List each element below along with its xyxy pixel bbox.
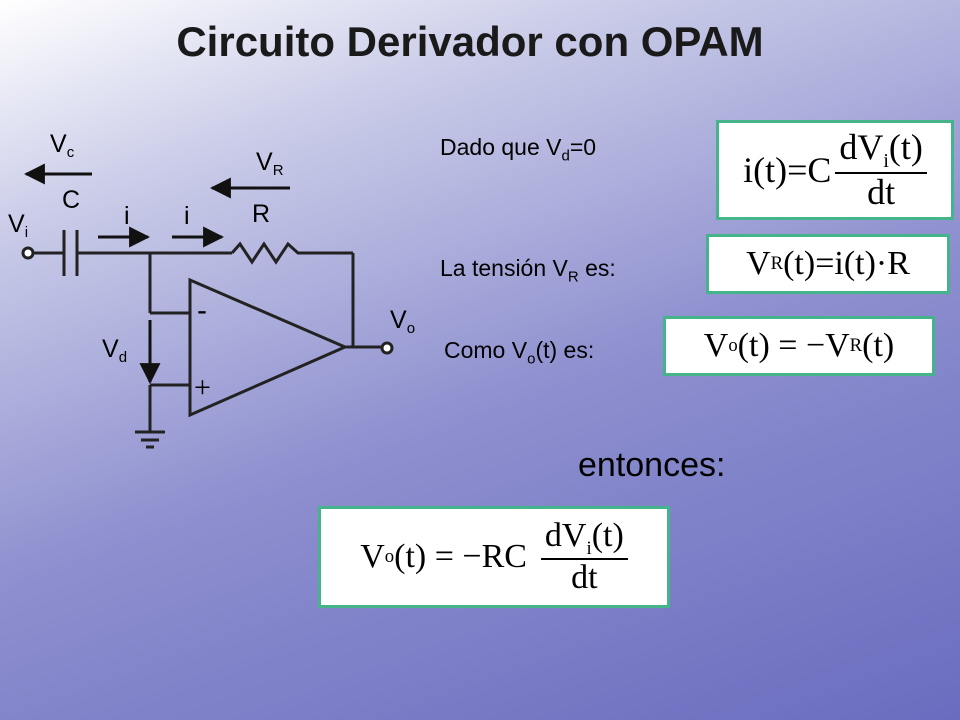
dado-que-text: Dado que Vd=0	[440, 134, 597, 165]
r-label: R	[252, 200, 270, 228]
vr-label: VR	[256, 148, 284, 179]
input-terminal	[21, 246, 35, 260]
opamp-minus-label: -	[197, 294, 207, 327]
equation-current: i(t)=C dVi(t) dt	[716, 120, 954, 220]
vi-label: Vi	[8, 210, 28, 241]
vo-label: Vo	[390, 306, 415, 337]
resistor	[230, 241, 308, 265]
c-label: C	[62, 186, 80, 214]
equation-current-fraction: dVi(t) dt	[835, 128, 927, 212]
opamp-plus-label: +	[194, 371, 211, 404]
output-terminal	[380, 341, 394, 355]
i-label-right: i	[184, 202, 190, 230]
como-text: Como Vo(t) es:	[444, 337, 595, 368]
entonces-text: entonces:	[578, 446, 726, 484]
vd-label: Vd	[102, 335, 127, 366]
page-title: Circuito Derivador con OPAM	[176, 18, 764, 65]
i-label-left: i	[124, 202, 130, 230]
equation-result-fraction: dVi(t) dt	[540, 518, 628, 596]
opamp-triangle	[188, 277, 349, 418]
vc-label: Vc	[50, 130, 75, 161]
tension-text: La tensión VR es:	[440, 255, 616, 286]
